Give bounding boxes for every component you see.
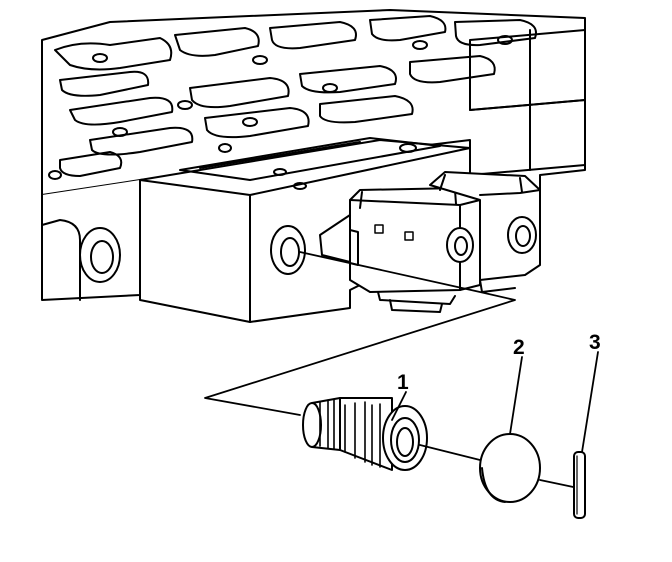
callout-leaders <box>391 351 599 453</box>
part-1-filter <box>302 397 481 471</box>
callout-2: 2 <box>513 336 525 359</box>
valve-body-left-section <box>41 179 141 301</box>
explode-leader <box>204 251 516 416</box>
solenoid-rear <box>429 171 541 293</box>
part-3-pin <box>573 451 586 519</box>
callout-1: 1 <box>397 371 409 394</box>
callout-3: 3 <box>589 331 601 354</box>
solenoid-front <box>319 187 481 313</box>
solenoid-housing <box>139 137 471 323</box>
part-2-plug <box>479 433 579 503</box>
valve-body-upper <box>41 9 586 211</box>
